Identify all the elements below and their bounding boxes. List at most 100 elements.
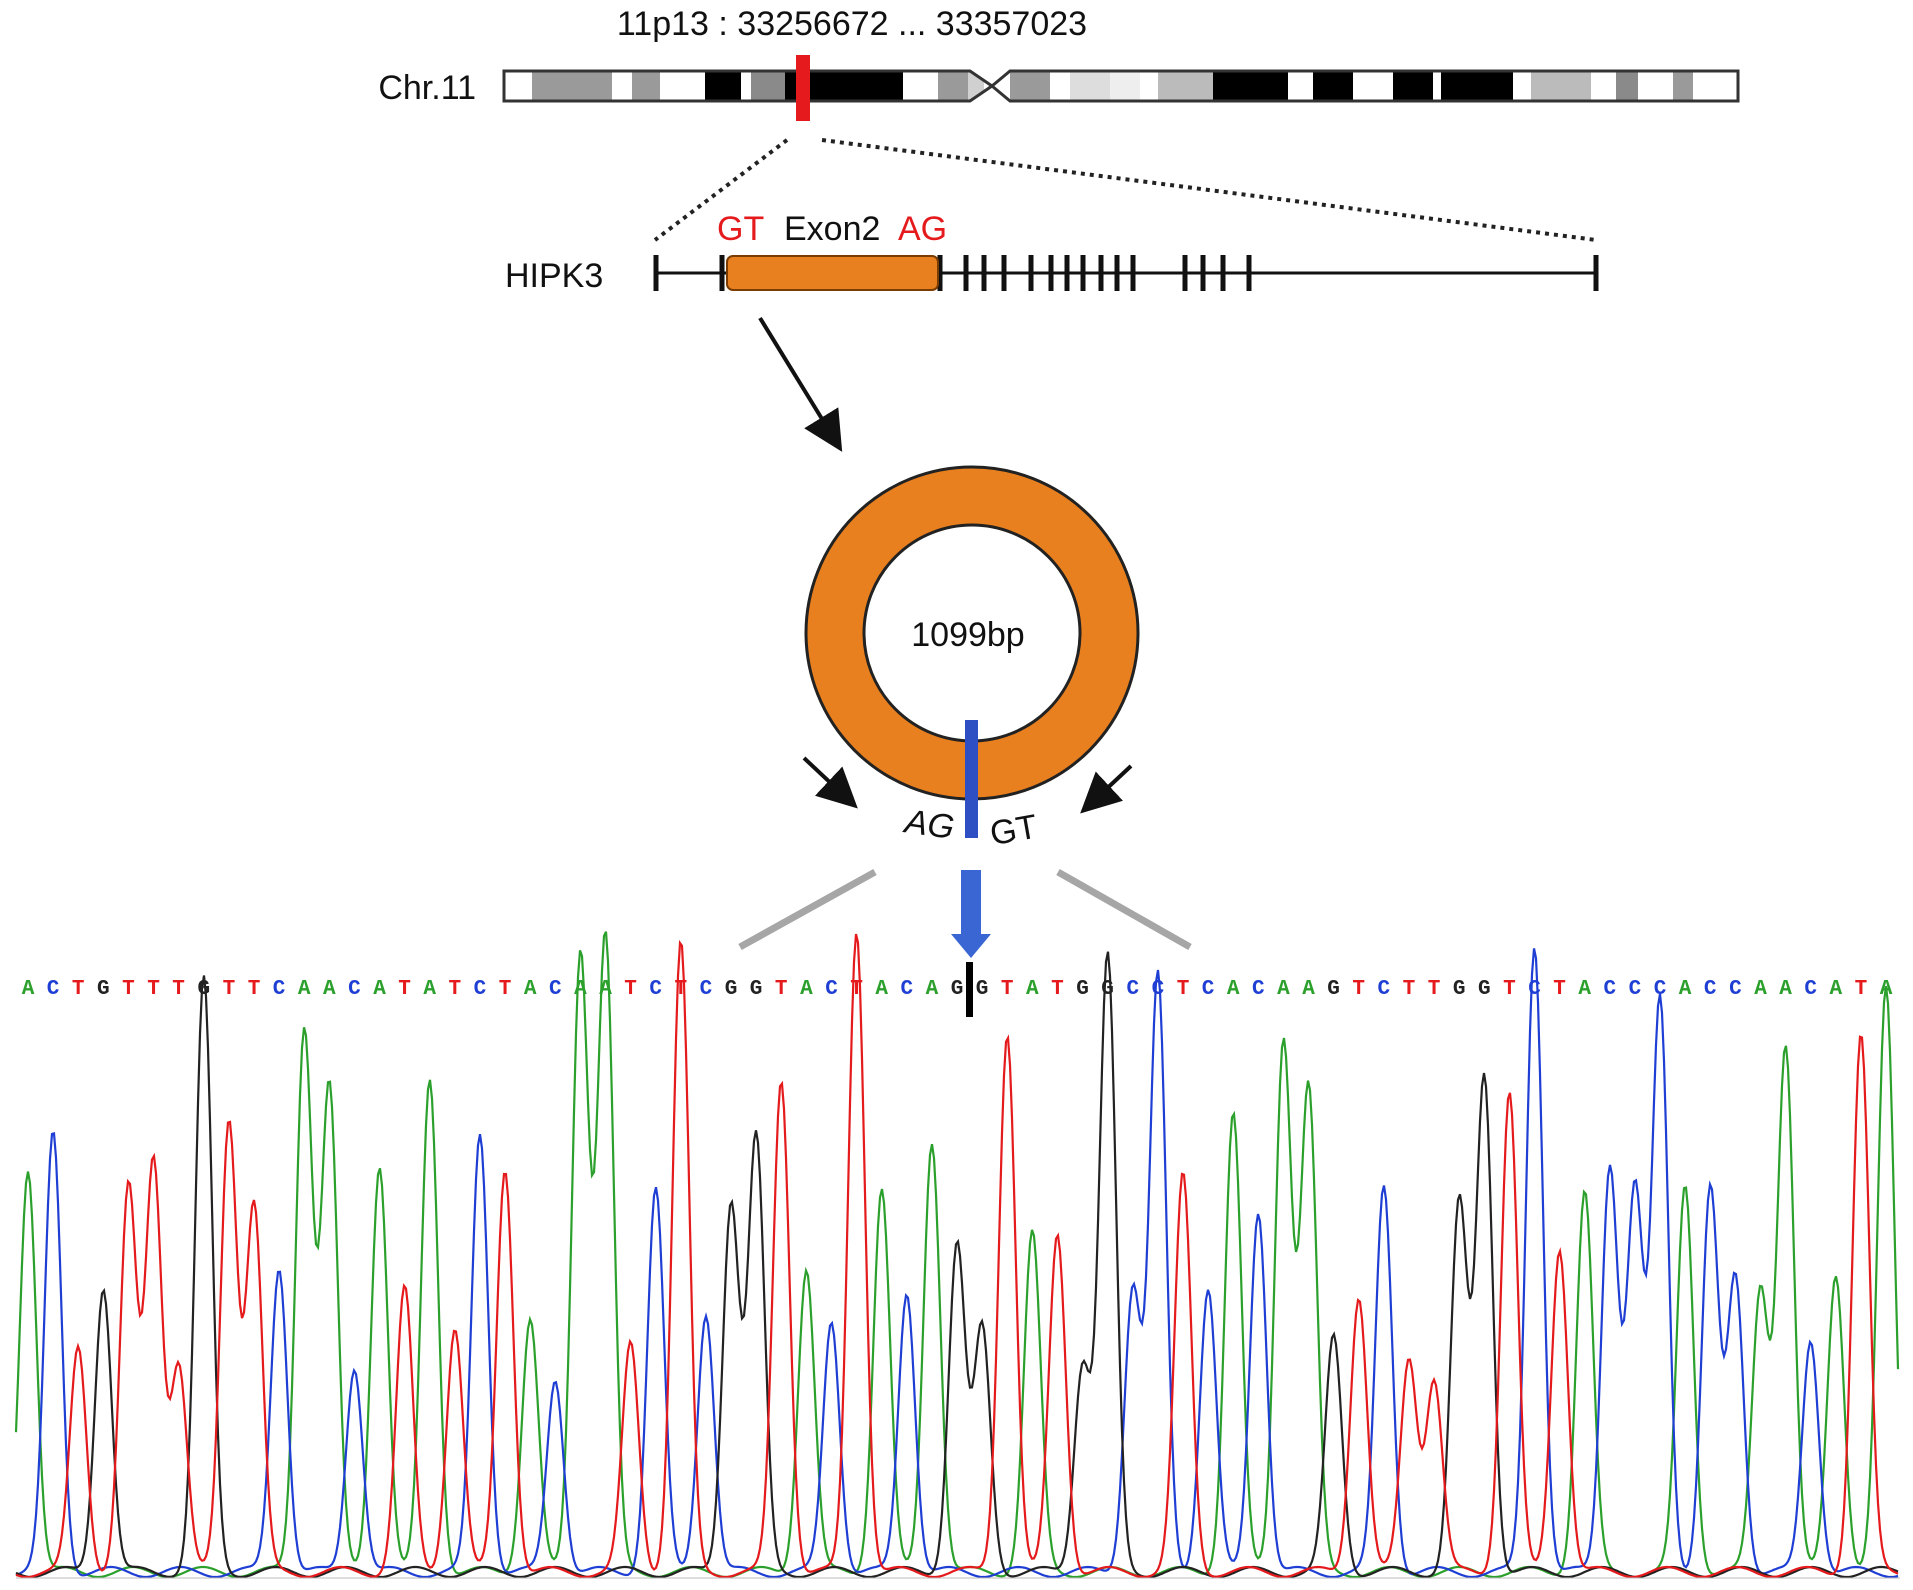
base-call: T [1553,978,1566,1001]
junction-label-gt: GT [987,808,1040,854]
base-call: G [1101,978,1114,1001]
splice-site-gt: GT [717,210,764,248]
base-call: C [549,978,562,1001]
base-call: G [750,978,763,1001]
base-call: A [1779,978,1792,1001]
splice-site-ag: AG [898,210,947,248]
base-call: A [524,978,537,1001]
junction-label-ag: AG [901,802,957,847]
chromosome-ideogram: 11p13 : 33256672 ... 33357023 Chr.11 [378,5,1740,121]
base-call: A [875,978,888,1001]
primer-arrow-left [802,756,858,809]
base-call: A [373,978,386,1001]
base-call: T [1403,978,1416,1001]
junction-pointer-shaft [961,870,981,936]
base-call: C [273,978,286,1001]
base-call: C [1252,978,1265,1001]
base-call: A [298,978,311,1001]
base-call: T [122,978,135,1001]
base-call: C [1729,978,1742,1001]
base-call: A [1829,978,1842,1001]
zoom-lines-chromosome-to-gene [653,138,1597,242]
base-call: C [1202,978,1215,1001]
base-call: G [1453,978,1466,1001]
base-call: C [47,978,60,1001]
base-call: C [649,978,662,1001]
base-call: A [423,978,436,1001]
base-call: T [398,978,411,1001]
base-call: C [1126,978,1139,1001]
base-call: A [1277,978,1290,1001]
base-call: G [1327,978,1340,1001]
base-call: A [1679,978,1692,1001]
base-call: T [1001,978,1014,1001]
junction-marker [966,962,973,1017]
junction-pointer-head [951,934,991,958]
base-call: C [900,978,913,1001]
zoom-lines-circle-to-trace [738,868,1192,951]
base-call: C [700,978,713,1001]
base-call: A [926,978,939,1001]
base-call: T [248,978,261,1001]
base-call: T [1428,978,1441,1001]
base-call: T [1177,978,1190,1001]
chromosome-bands [502,69,1740,103]
base-call: A [1026,978,1039,1001]
base-call: C [825,978,838,1001]
base-call: G [97,978,110,1001]
base-call: A [1302,978,1315,1001]
base-call: T [147,978,160,1001]
base-call: G [976,978,989,1001]
base-call: A [1578,978,1591,1001]
base-call: A [22,978,35,1001]
base-call: T [72,978,85,1001]
base-call: T [1051,978,1064,1001]
base-call: G [1478,978,1491,1001]
trace-C [15,948,1899,1579]
base-call: C [1654,978,1667,1001]
primer-arrow-right [1080,764,1133,814]
base-call: T [172,978,185,1001]
exon2-box [726,255,939,291]
trace-A [14,931,1900,1579]
base-call: T [1855,978,1868,1001]
trace-T [15,933,1899,1579]
base-call: A [1227,978,1240,1001]
base-call: T [448,978,461,1001]
base-call: C [1629,978,1642,1001]
trace-G [15,951,1899,1579]
base-call: G [951,978,964,1001]
chromosome-label: Chr.11 [378,69,476,107]
base-call: G [1076,978,1089,1001]
chromosome-locus-marker [796,55,810,121]
circular-rna: 1099bp AG GT [802,465,1140,854]
base-call: T [775,978,788,1001]
circrna-size-label: 1099bp [911,616,1024,654]
gene-structure: HIPK3 GT Exon2 AG [505,210,1599,295]
base-call: T [1503,978,1516,1001]
chromosome-locus: 11p13 : 33256672 ... 33357023 [617,5,1087,43]
base-call: G [725,978,738,1001]
base-call: A [800,978,813,1001]
base-call: T [624,978,637,1001]
chromatogram-traces [14,931,1900,1579]
base-call: C [1704,978,1717,1001]
circularization-arrow [758,316,843,452]
base-call: T [223,978,236,1001]
base-call: T [1352,978,1365,1001]
gene-name: HIPK3 [505,257,603,295]
base-call: C [1377,978,1390,1001]
base-call: C [1603,978,1616,1001]
base-call: A [1754,978,1767,1001]
base-call: C [1804,978,1817,1001]
exon-ticks [653,255,1599,291]
base-call: T [499,978,512,1001]
base-call: A [323,978,336,1001]
base-call: C [348,978,361,1001]
base-call: C [474,978,487,1001]
back-splice-junction [965,720,978,838]
exon-label: Exon2 [784,210,880,248]
